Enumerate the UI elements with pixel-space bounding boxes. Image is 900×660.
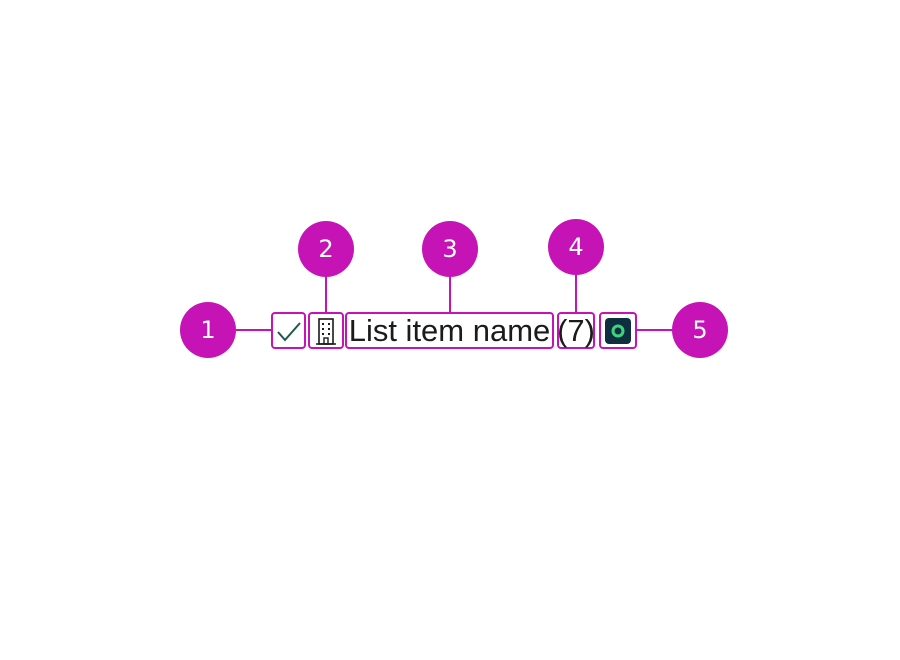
item-name: List item name — [348, 313, 551, 348]
callout-4: 4 — [548, 219, 604, 275]
callout-3: 3 — [422, 221, 478, 277]
building-icon-frame — [308, 312, 344, 349]
item-count: (7) — [557, 313, 595, 348]
callout-1: 1 — [180, 302, 236, 358]
check-icon-frame — [271, 312, 306, 349]
callout-2: 2 — [298, 221, 354, 277]
building-icon — [316, 317, 336, 345]
item-count-frame: (7) — [557, 312, 595, 349]
check-icon — [276, 321, 301, 342]
callout-5: 5 — [672, 302, 728, 358]
status-indicator-icon — [605, 317, 631, 344]
status-ring-icon — [611, 324, 625, 337]
item-name-frame: List item name — [345, 312, 554, 349]
status-indicator-frame — [599, 312, 637, 349]
